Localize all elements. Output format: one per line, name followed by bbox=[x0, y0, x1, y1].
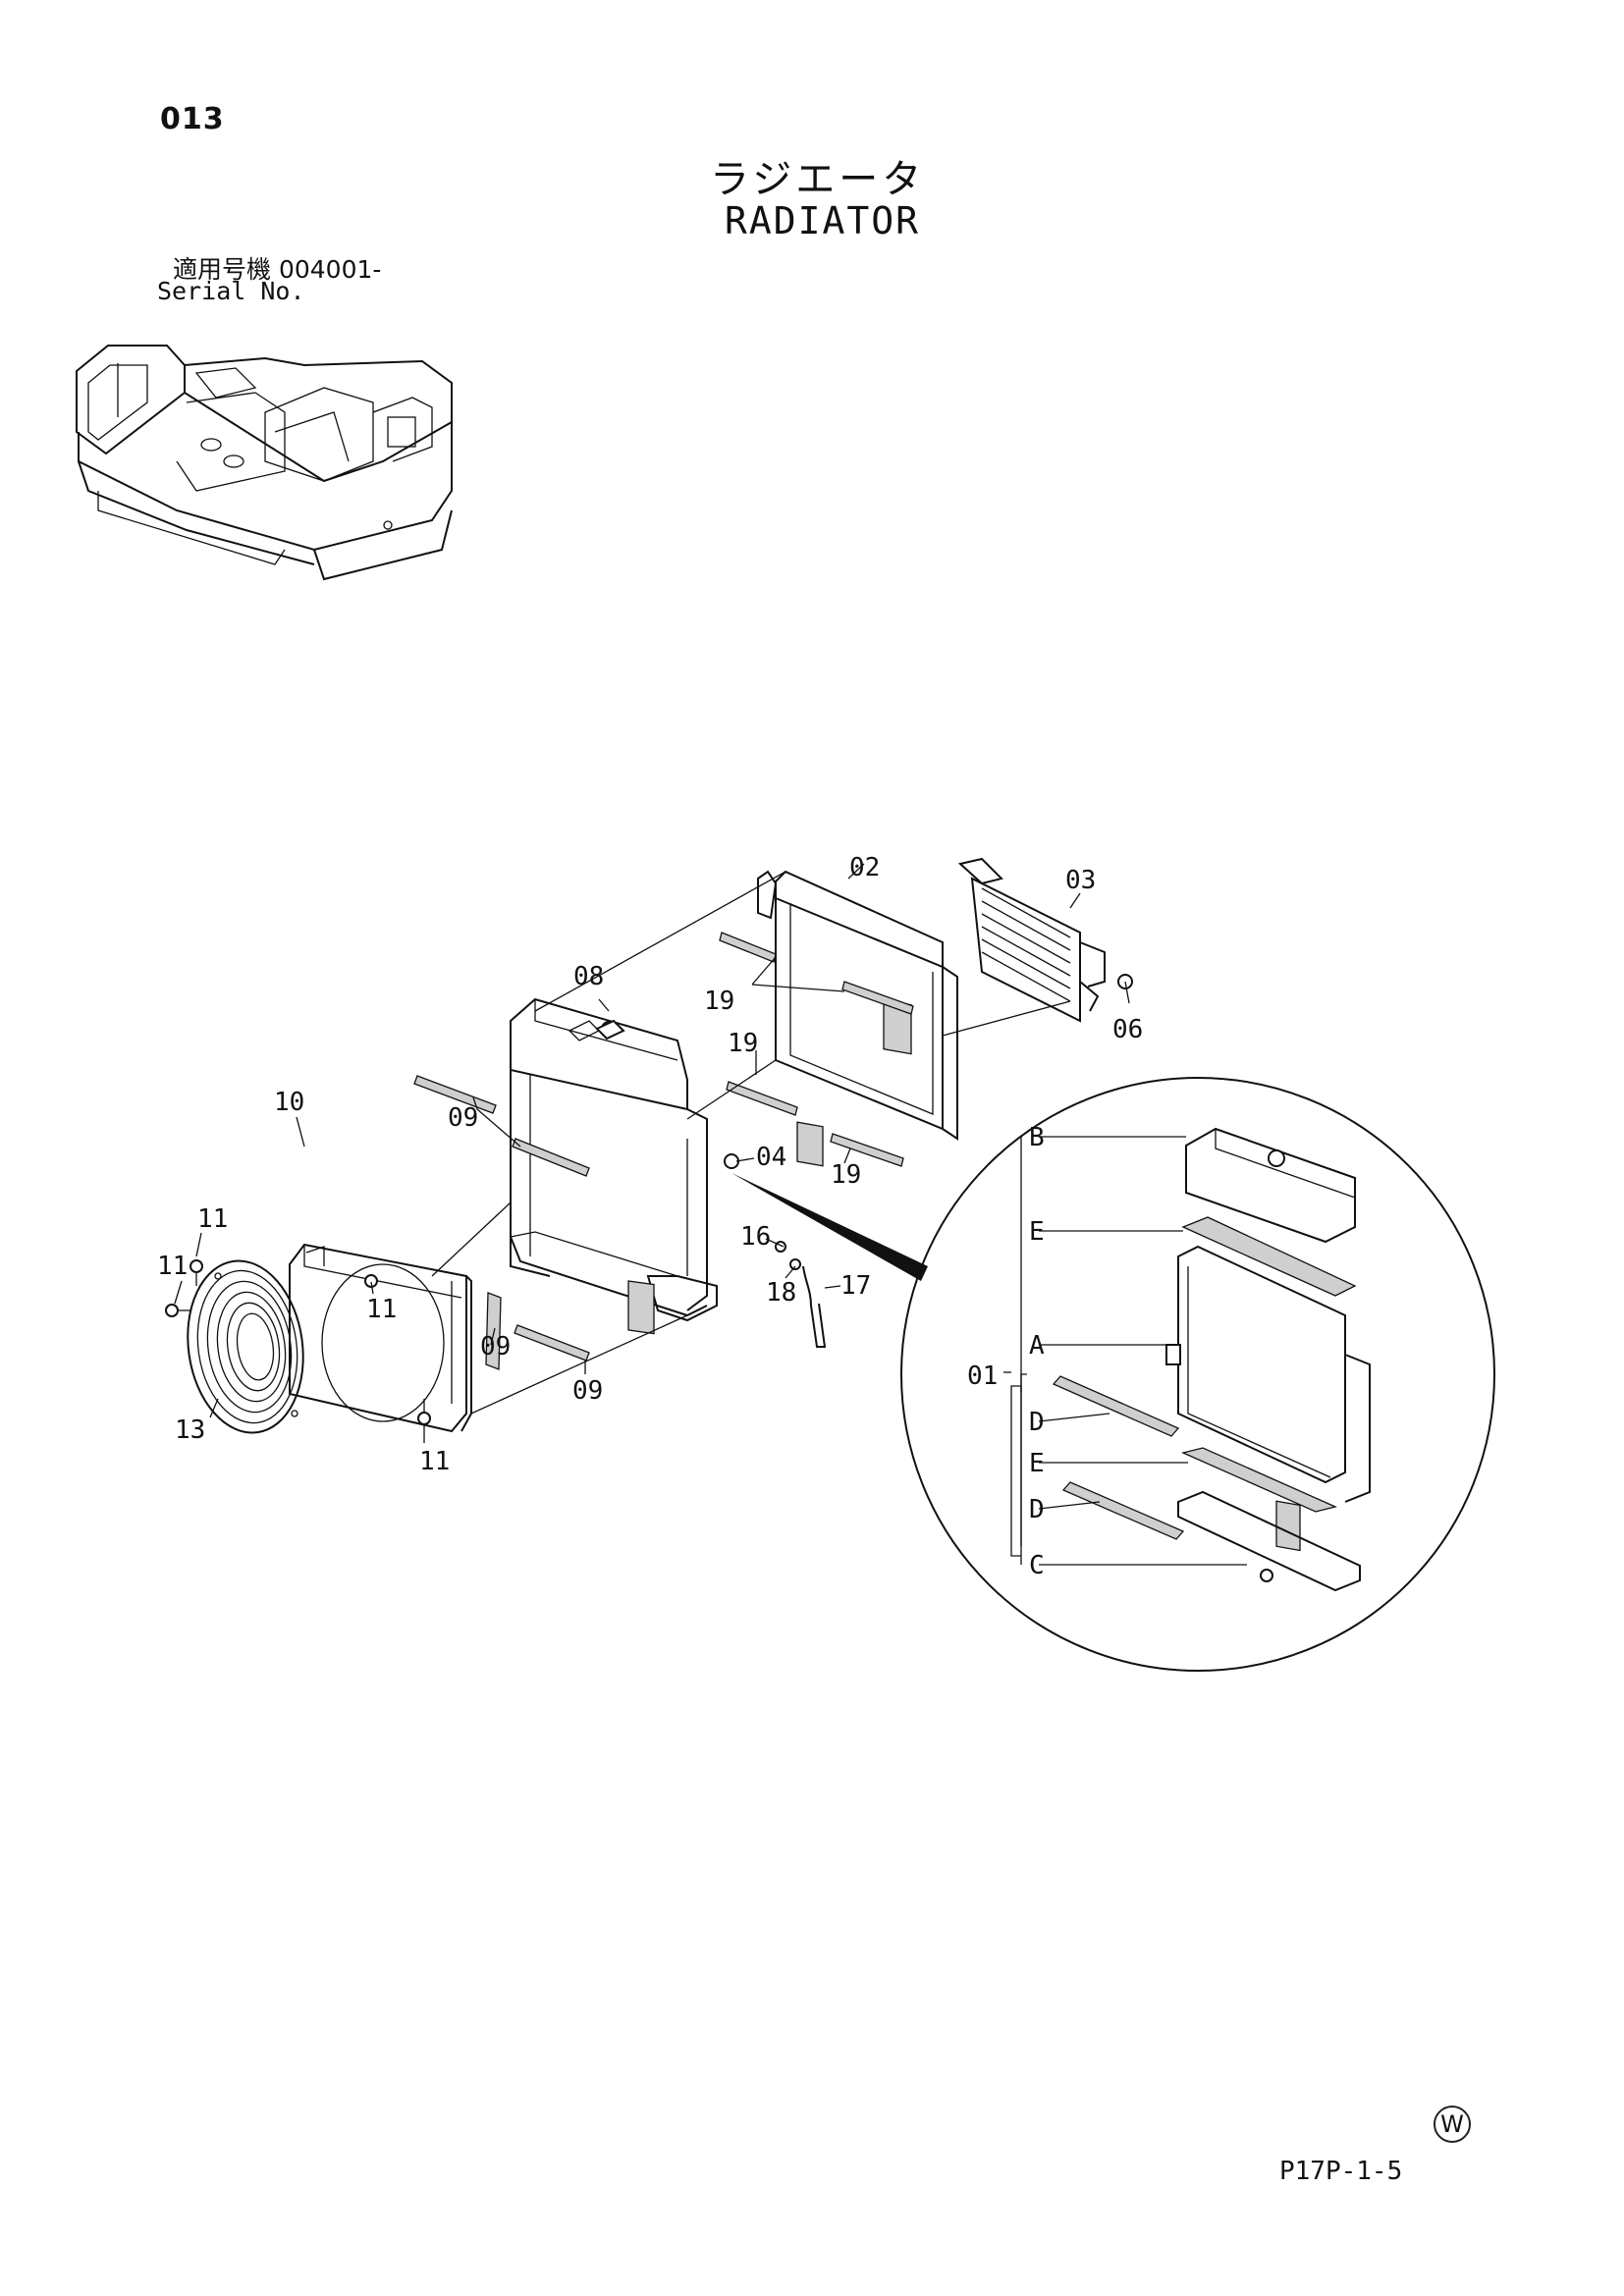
callout-06: 06 bbox=[1112, 1015, 1143, 1044]
callout-18: 18 bbox=[766, 1278, 796, 1308]
intercooler-illustration bbox=[957, 857, 1106, 1023]
detail-label-e-top: E bbox=[1029, 1217, 1045, 1247]
callout-02: 02 bbox=[849, 853, 880, 882]
callout-11-top: 11 bbox=[197, 1204, 228, 1234]
fan-guard-illustration bbox=[187, 1259, 304, 1434]
callout-10: 10 bbox=[274, 1088, 304, 1117]
callout-19-middle: 19 bbox=[728, 1029, 758, 1058]
callout-11-left: 11 bbox=[157, 1252, 188, 1281]
callout-04: 04 bbox=[756, 1143, 786, 1172]
callout-03: 03 bbox=[1065, 866, 1096, 895]
leader-lines bbox=[174, 863, 1130, 1443]
callout-16: 16 bbox=[740, 1222, 771, 1252]
seal-strips bbox=[413, 932, 914, 1370]
page-title: RADIATOR bbox=[725, 199, 921, 242]
callout-09-left: 09 bbox=[448, 1103, 478, 1133]
machine-overview-illustration bbox=[76, 345, 453, 581]
fastener-parts bbox=[165, 974, 1133, 1425]
page-reference: P17P-1-5 bbox=[1279, 2157, 1403, 2186]
serial-number-label: Serial No. bbox=[157, 277, 305, 305]
detail-pointer bbox=[731, 1173, 928, 1281]
callout-09-bottom: 09 bbox=[572, 1376, 603, 1406]
detail-view bbox=[900, 1077, 1495, 1672]
callout-01: 01 bbox=[967, 1362, 998, 1391]
callout-19-lower: 19 bbox=[831, 1160, 861, 1190]
callout-13: 13 bbox=[175, 1415, 205, 1445]
radiator-core-illustration bbox=[510, 997, 718, 1335]
detail-label-a: A bbox=[1029, 1331, 1045, 1361]
callout-11-bottom: 11 bbox=[419, 1447, 450, 1476]
manufacturer-mark: W bbox=[1434, 2106, 1471, 2143]
detail-label-e-bottom: E bbox=[1029, 1449, 1045, 1478]
oil-cooler-illustration bbox=[757, 870, 958, 1167]
callout-09-middle: 09 bbox=[480, 1332, 511, 1362]
serial-applicability-label: 適用号機 004001- bbox=[173, 255, 382, 284]
callout-08: 08 bbox=[573, 962, 604, 991]
detail-label-c: C bbox=[1029, 1551, 1045, 1580]
callout-19-upper: 19 bbox=[704, 987, 734, 1016]
callout-11-center: 11 bbox=[366, 1295, 397, 1324]
fan-shroud-illustration bbox=[289, 1243, 472, 1433]
detail-label-d-upper: D bbox=[1029, 1408, 1045, 1437]
page-title-japanese: ラジエータ bbox=[710, 157, 926, 202]
detail-label-b: B bbox=[1029, 1123, 1045, 1152]
page-number: 013 bbox=[160, 102, 225, 136]
callout-labels: 02 03 08 19 06 19 10 09 04 19 11 16 11 1… bbox=[157, 853, 1143, 1580]
callout-17: 17 bbox=[840, 1271, 871, 1301]
detail-label-d-lower: D bbox=[1029, 1495, 1045, 1524]
